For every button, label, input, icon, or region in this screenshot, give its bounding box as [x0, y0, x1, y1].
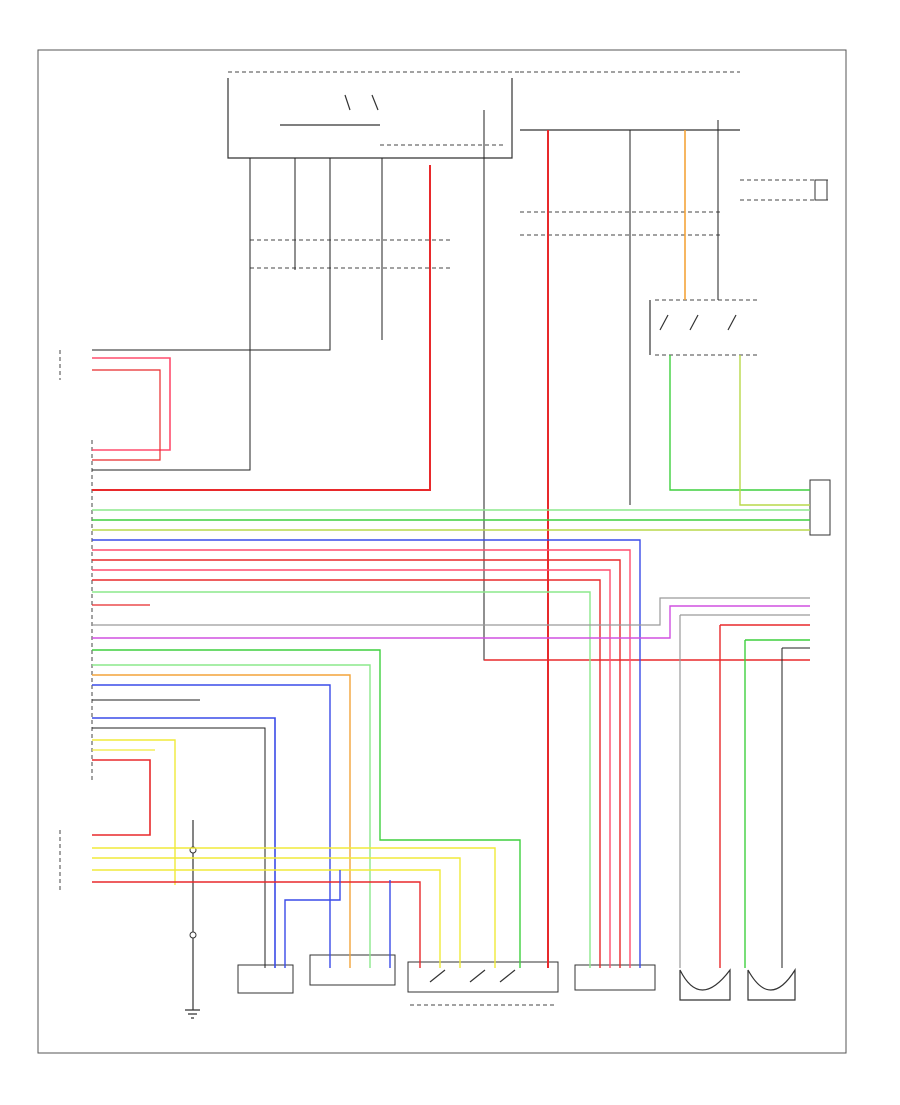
wire-gray-25	[92, 597, 810, 626]
right-connector-dash	[740, 179, 830, 201]
wire-black-0	[92, 158, 251, 471]
wire-red-22	[92, 579, 601, 968]
wire-yellowgreen-12	[739, 355, 810, 506]
wire-red-14	[92, 369, 161, 461]
wire-black-37	[92, 727, 266, 968]
wire-red-4	[92, 165, 431, 491]
wire-red-20	[92, 559, 621, 968]
right-mid-connector	[809, 479, 831, 536]
wire-red-29	[719, 624, 810, 968]
component-c-switch	[429, 969, 516, 983]
wire-blue-18	[92, 539, 641, 968]
wire-yellow-42	[92, 857, 461, 968]
wire-lightgreen-23	[92, 591, 591, 968]
wire-blue-45	[284, 870, 341, 968]
component-f	[747, 967, 796, 1001]
wire-blue-36	[92, 717, 276, 968]
relay-box-contacts	[659, 314, 737, 331]
wires-layer	[92, 110, 810, 968]
wire-yellow-41	[92, 847, 496, 968]
wire-violet-26	[92, 605, 810, 639]
component-a	[237, 964, 294, 994]
component-d	[574, 964, 656, 991]
ground-splice-lower	[189, 931, 197, 939]
wire-orange-33	[92, 674, 351, 968]
wire-black-5	[483, 110, 810, 661]
component-e	[679, 968, 731, 1001]
diagram-frame	[37, 49, 847, 1054]
ground-symbol	[185, 1009, 200, 1019]
wire-yellow-38	[92, 739, 176, 885]
right-upper-connector	[814, 179, 828, 201]
wire-green-27	[92, 649, 521, 968]
wire-red-40	[92, 759, 151, 836]
relay-box-dash	[655, 299, 760, 356]
wire-pink-21	[92, 569, 611, 968]
wire-gray-28	[679, 614, 810, 968]
splice-dash-right	[520, 211, 720, 236]
wire-green-30	[744, 639, 810, 968]
wire-yellow-43	[92, 869, 441, 968]
wire-black-2	[92, 158, 331, 351]
relay-contacts	[344, 94, 379, 111]
wire-pink-13	[92, 357, 171, 451]
component-b	[309, 954, 396, 986]
splice-dash-left	[250, 239, 450, 269]
wire-pink-19	[92, 549, 631, 968]
fuse-box-outline	[227, 78, 513, 159]
wire-blue-34	[92, 684, 331, 968]
component-c	[407, 961, 559, 993]
wire-red-44	[92, 881, 421, 968]
wire-black-31	[781, 647, 810, 968]
wire-lightgreen-32	[92, 664, 371, 968]
wire-green-11	[669, 355, 810, 491]
